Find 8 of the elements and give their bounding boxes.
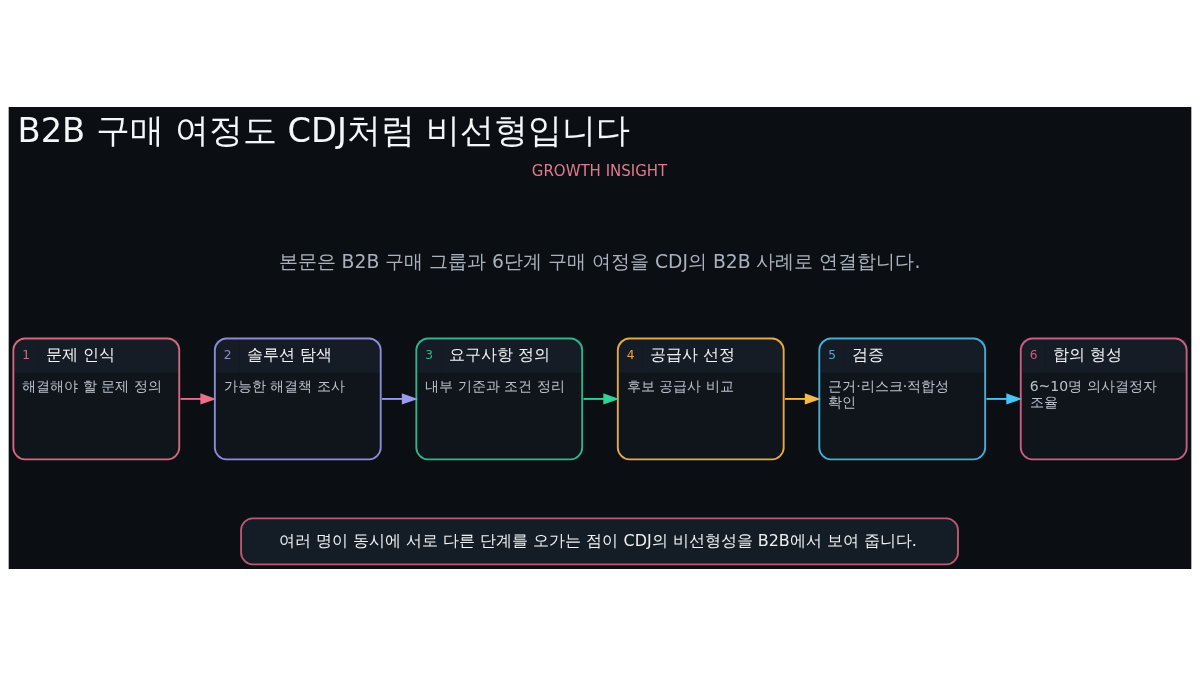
diagram-title: B2B 구매 여정도 CDJ처럼 비선형입니다 <box>17 109 630 149</box>
arrow <box>582 392 620 404</box>
label: 본문은 B2B 구매 그룹과 6단계 구매 여정을 CDJ의 B2B 사례로 연결합니다. <box>278 250 921 272</box>
label: GROWTH INSIGHT <box>531 161 668 180</box>
arrow <box>985 392 1023 404</box>
arrow <box>179 392 217 404</box>
arrow <box>381 392 418 404</box>
arrow <box>784 392 821 404</box>
